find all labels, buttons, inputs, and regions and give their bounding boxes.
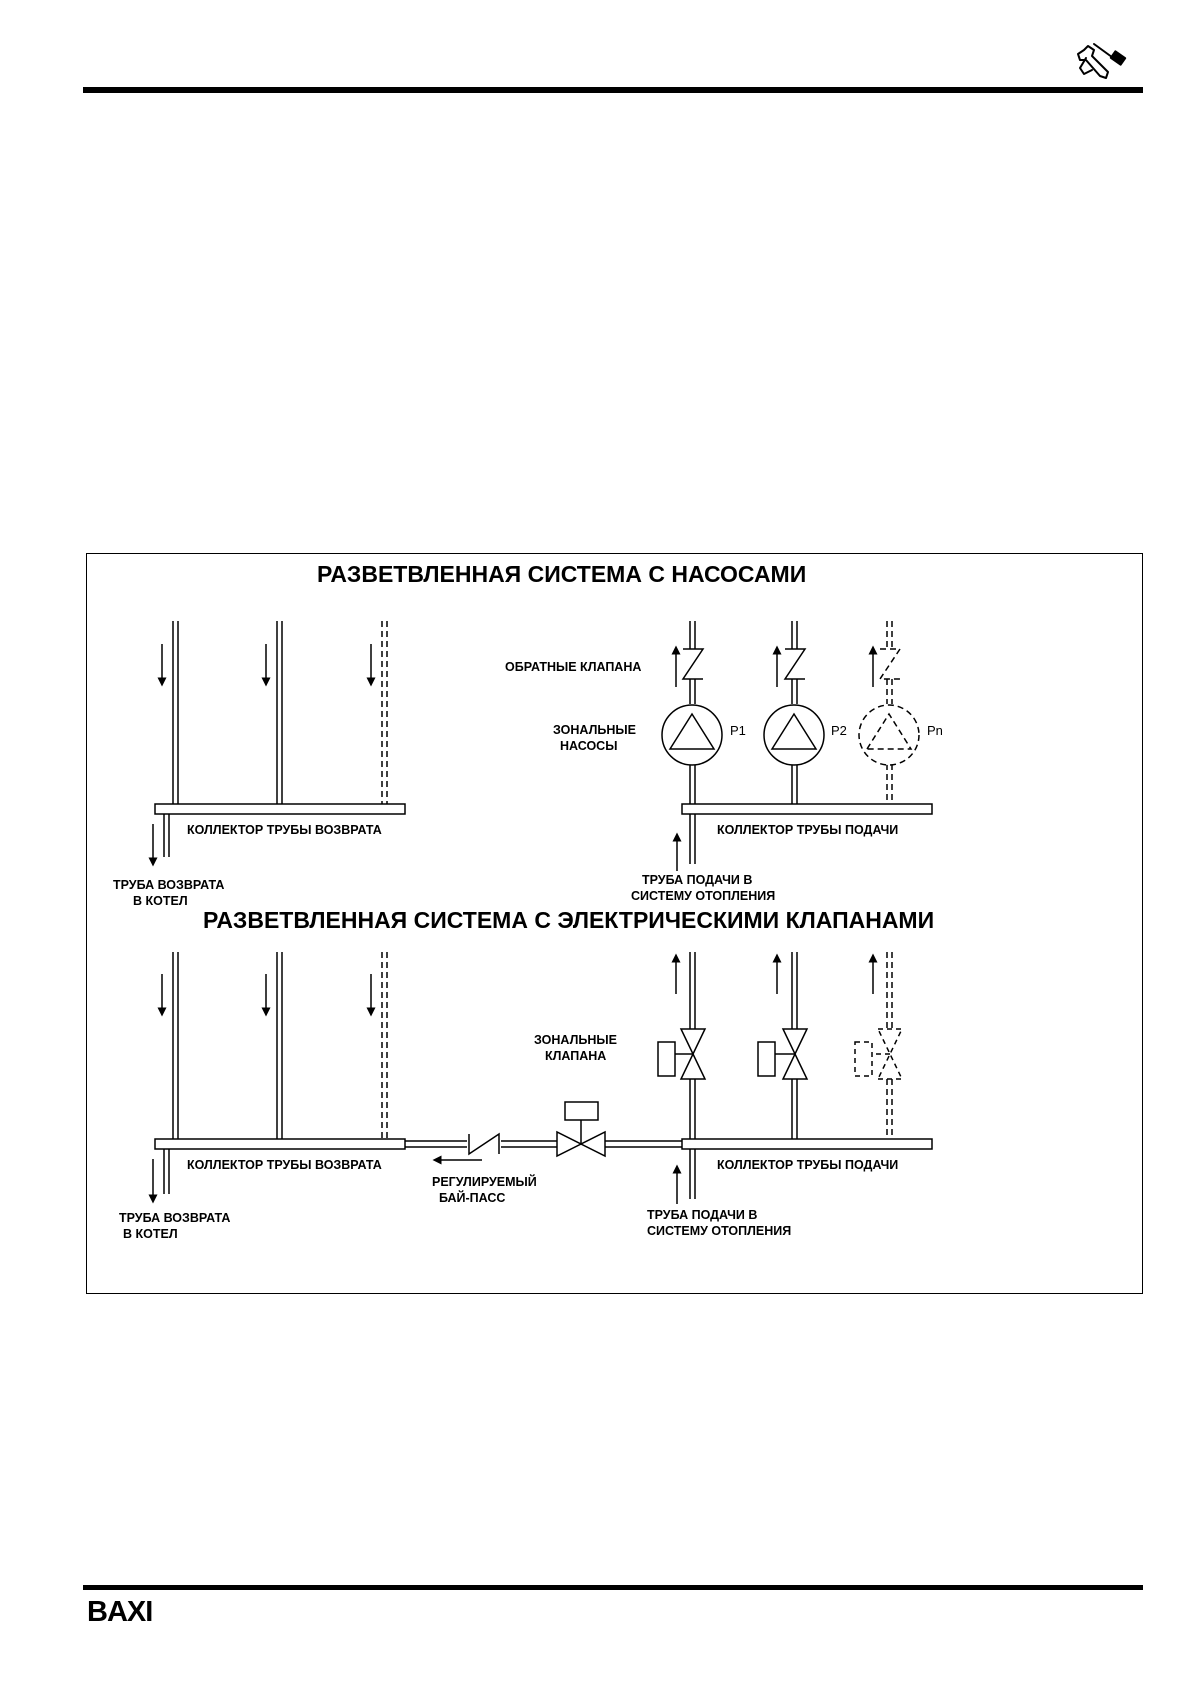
return-collector-label-bottom: КОЛЛЕКТОР ТРУБЫ ВОЗВРАТА	[187, 1158, 382, 1172]
supply-branches-bottom	[689, 952, 893, 1139]
baxi-logo: BAXI	[87, 1596, 153, 1628]
supply-pipe-top	[672, 814, 696, 871]
supply-flow-arrows-bottom	[671, 953, 878, 994]
return-pipe-bottom	[148, 1149, 170, 1204]
return-pipe-label-bottom-2: В КОТЕЛ	[123, 1227, 178, 1241]
return-pipe-label-top-1: ТРУБА ВОЗВРАТА	[113, 878, 224, 892]
supply-pipe-label-top-1: ТРУБА ПОДАЧИ В	[642, 873, 752, 887]
zone-valves	[657, 1028, 904, 1080]
supply-pipe-bottom	[672, 1149, 696, 1204]
zone-pumps-label-1: ЗОНАЛЬНЫЕ	[553, 723, 636, 737]
return-collector-label-top: КОЛЛЕКТОР ТРУБЫ ВОЗВРАТА	[187, 823, 382, 837]
pump-label-p2: P2	[831, 723, 847, 738]
return-flow-arrows-bottom	[157, 974, 376, 1017]
supply-collector-bottom	[681, 1138, 933, 1150]
supply-collector-label-bottom: КОЛЛЕКТОР ТРУБЫ ПОДАЧИ	[717, 1158, 898, 1172]
supply-flow-arrows-top	[671, 645, 878, 687]
return-collector-bottom	[154, 1138, 406, 1150]
zone-pumps-label-2: НАСОСЫ	[560, 739, 617, 753]
supply-pipe-label-bottom-1: ТРУБА ПОДАЧИ В	[647, 1208, 757, 1222]
supply-collector-label-top: КОЛЛЕКТОР ТРУБЫ ПОДАЧИ	[717, 823, 898, 837]
valves-section-title: РАЗВЕТВЛЕННАЯ СИСТЕМА С ЭЛЕКТРИЧЕСКИМИ К…	[203, 907, 934, 933]
bottom-rule	[83, 1585, 1143, 1590]
bypass-label-2: БАЙ-ПАСС	[439, 1190, 505, 1205]
bypass-label-1: РЕГУЛИРУЕМЫЙ	[432, 1174, 537, 1189]
pumps-section-title: РАЗВЕТВЛЕННАЯ СИСТЕМА С НАСОСАМИ	[317, 561, 806, 587]
pump-label-p1: P1	[730, 723, 746, 738]
bypass-line	[405, 1101, 682, 1158]
top-rule	[83, 87, 1143, 93]
return-pipe-label-bottom-1: ТРУБА ВОЗВРАТА	[119, 1211, 230, 1225]
return-flow-arrows-top	[157, 644, 376, 687]
supply-pipe-label-top-2: СИСТЕМУ ОТОПЛЕНИЯ	[631, 889, 775, 903]
check-valves-label: ОБРАТНЫЕ КЛАПАНА	[505, 660, 641, 674]
diagram-frame: РАЗВЕТВЛЕННАЯ СИСТЕМА С НАСОСАМИ КОЛЛЕКТ…	[86, 553, 1143, 1294]
return-branches-top	[172, 621, 388, 804]
zone-valves-label-1: ЗОНАЛЬНЫЕ	[534, 1033, 617, 1047]
supply-collector-top	[681, 803, 933, 815]
zone-valves-label-2: КЛАПАНА	[545, 1049, 606, 1063]
return-pipe-top	[148, 814, 170, 867]
return-collector-top	[154, 803, 406, 815]
wrench-screwdriver-icon	[1077, 43, 1127, 79]
supply-branches-top	[681, 621, 902, 804]
pump-label-pn: Pn	[927, 723, 943, 738]
zone-pumps	[661, 704, 920, 766]
heating-zones-diagram: РАЗВЕТВЛЕННАЯ СИСТЕМА С НАСОСАМИ КОЛЛЕКТ…	[113, 561, 943, 1241]
return-branches-bottom	[172, 952, 388, 1139]
supply-pipe-label-bottom-2: СИСТЕМУ ОТОПЛЕНИЯ	[647, 1224, 791, 1238]
return-pipe-label-top-2: В КОТЕЛ	[133, 894, 188, 908]
